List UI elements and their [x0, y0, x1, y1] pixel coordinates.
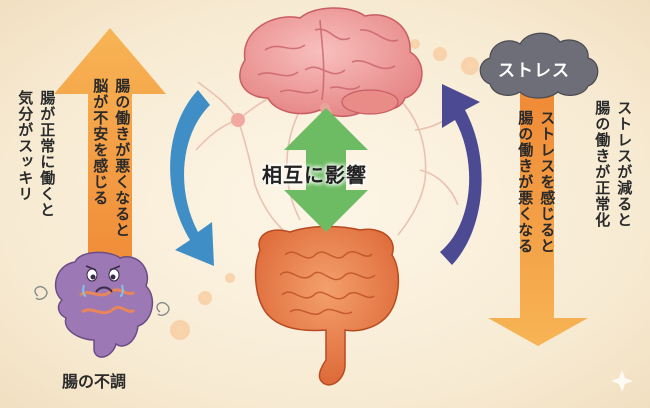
stress-cloud-icon [479, 32, 599, 99]
right-inner-text-1: ストレスを感じると [538, 110, 557, 254]
purple-curved-arrow [440, 84, 482, 265]
left-outer-text-2: 気分がスッキリ [16, 90, 35, 202]
gut-trouble-label: 腸の不調 [62, 372, 127, 391]
neuron-cell-body [231, 113, 245, 127]
right-outer-text-2: 腸の働きが正常化 [593, 100, 612, 228]
green-double-arrow [284, 108, 368, 232]
intestine-icon [254, 225, 400, 386]
left-orange-arrow-outer [54, 28, 166, 275]
center-label: 相互に影響 [262, 163, 367, 187]
left-inner-text-2: 脳が不安を感じる [91, 78, 110, 206]
stress-label: ストレス [498, 61, 570, 81]
decorative-bubbles [170, 39, 633, 392]
blue-curved-arrow [170, 90, 214, 266]
right-orange-arrow-outer [488, 92, 588, 346]
right-inner-text-2: 腸の働きが悪くなる [516, 110, 535, 254]
right-outer-text-1: ストレスが減ると [615, 100, 634, 228]
sad-gut-character-icon [34, 251, 170, 358]
left-outer-text-1: 腸が正常に働くと [38, 90, 57, 218]
left-inner-text-1: 腸の働きが悪くなると [113, 78, 132, 238]
